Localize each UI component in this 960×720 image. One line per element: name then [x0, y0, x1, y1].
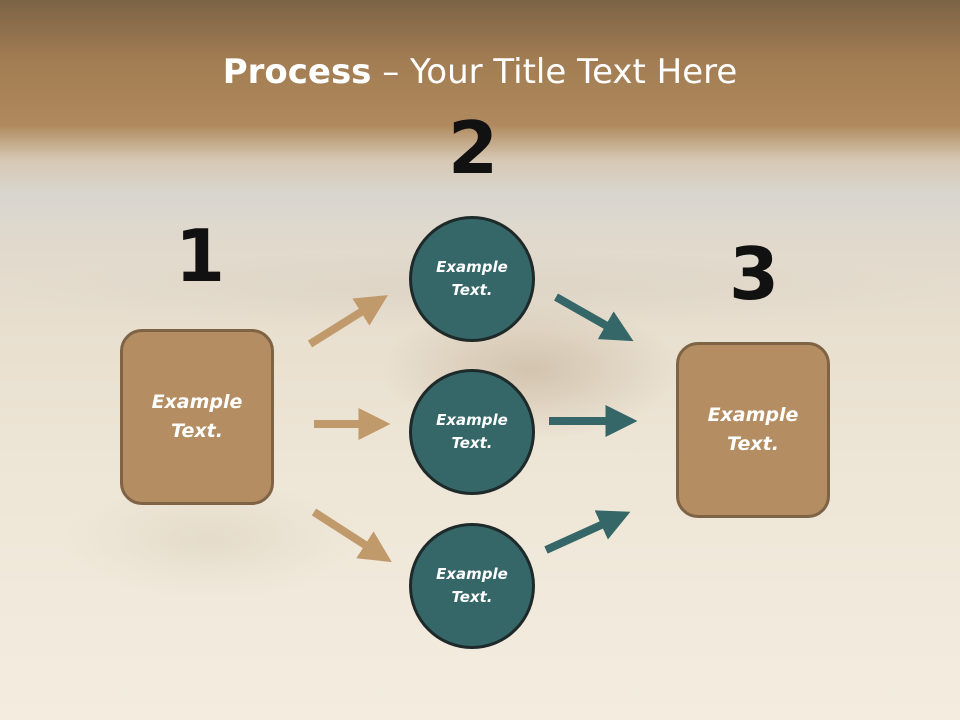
title-rest: – Your Title Text Here — [371, 52, 738, 92]
step-2-circle-middle: Example Text. — [409, 369, 535, 495]
step-1-box: Example Text. — [120, 329, 274, 505]
arrow-bottom-to-3 — [544, 510, 631, 554]
step-number-2: 2 — [447, 106, 499, 190]
arrow-1-to-top — [307, 295, 388, 348]
step-2-circle-top: Example Text. — [409, 216, 535, 342]
step-3-text: Example Text. — [707, 404, 799, 455]
step-number-3: 3 — [728, 232, 780, 316]
title-bold: Process — [222, 52, 372, 92]
step-1-text: Example Text. — [151, 391, 243, 442]
circle-bottom-text: Example Text. — [436, 565, 508, 606]
circle-top-text: Example Text. — [436, 258, 508, 299]
step-3-box: Example Text. — [676, 342, 830, 518]
arrow-top-to-3 — [554, 293, 634, 342]
slide-title: Process – Your Title Text Here — [0, 52, 960, 92]
circle-middle-text: Example Text. — [436, 411, 508, 452]
step-number-1: 1 — [174, 214, 226, 298]
step-2-circle-bottom: Example Text. — [409, 523, 535, 649]
arrow-1-to-bottom — [311, 508, 392, 563]
